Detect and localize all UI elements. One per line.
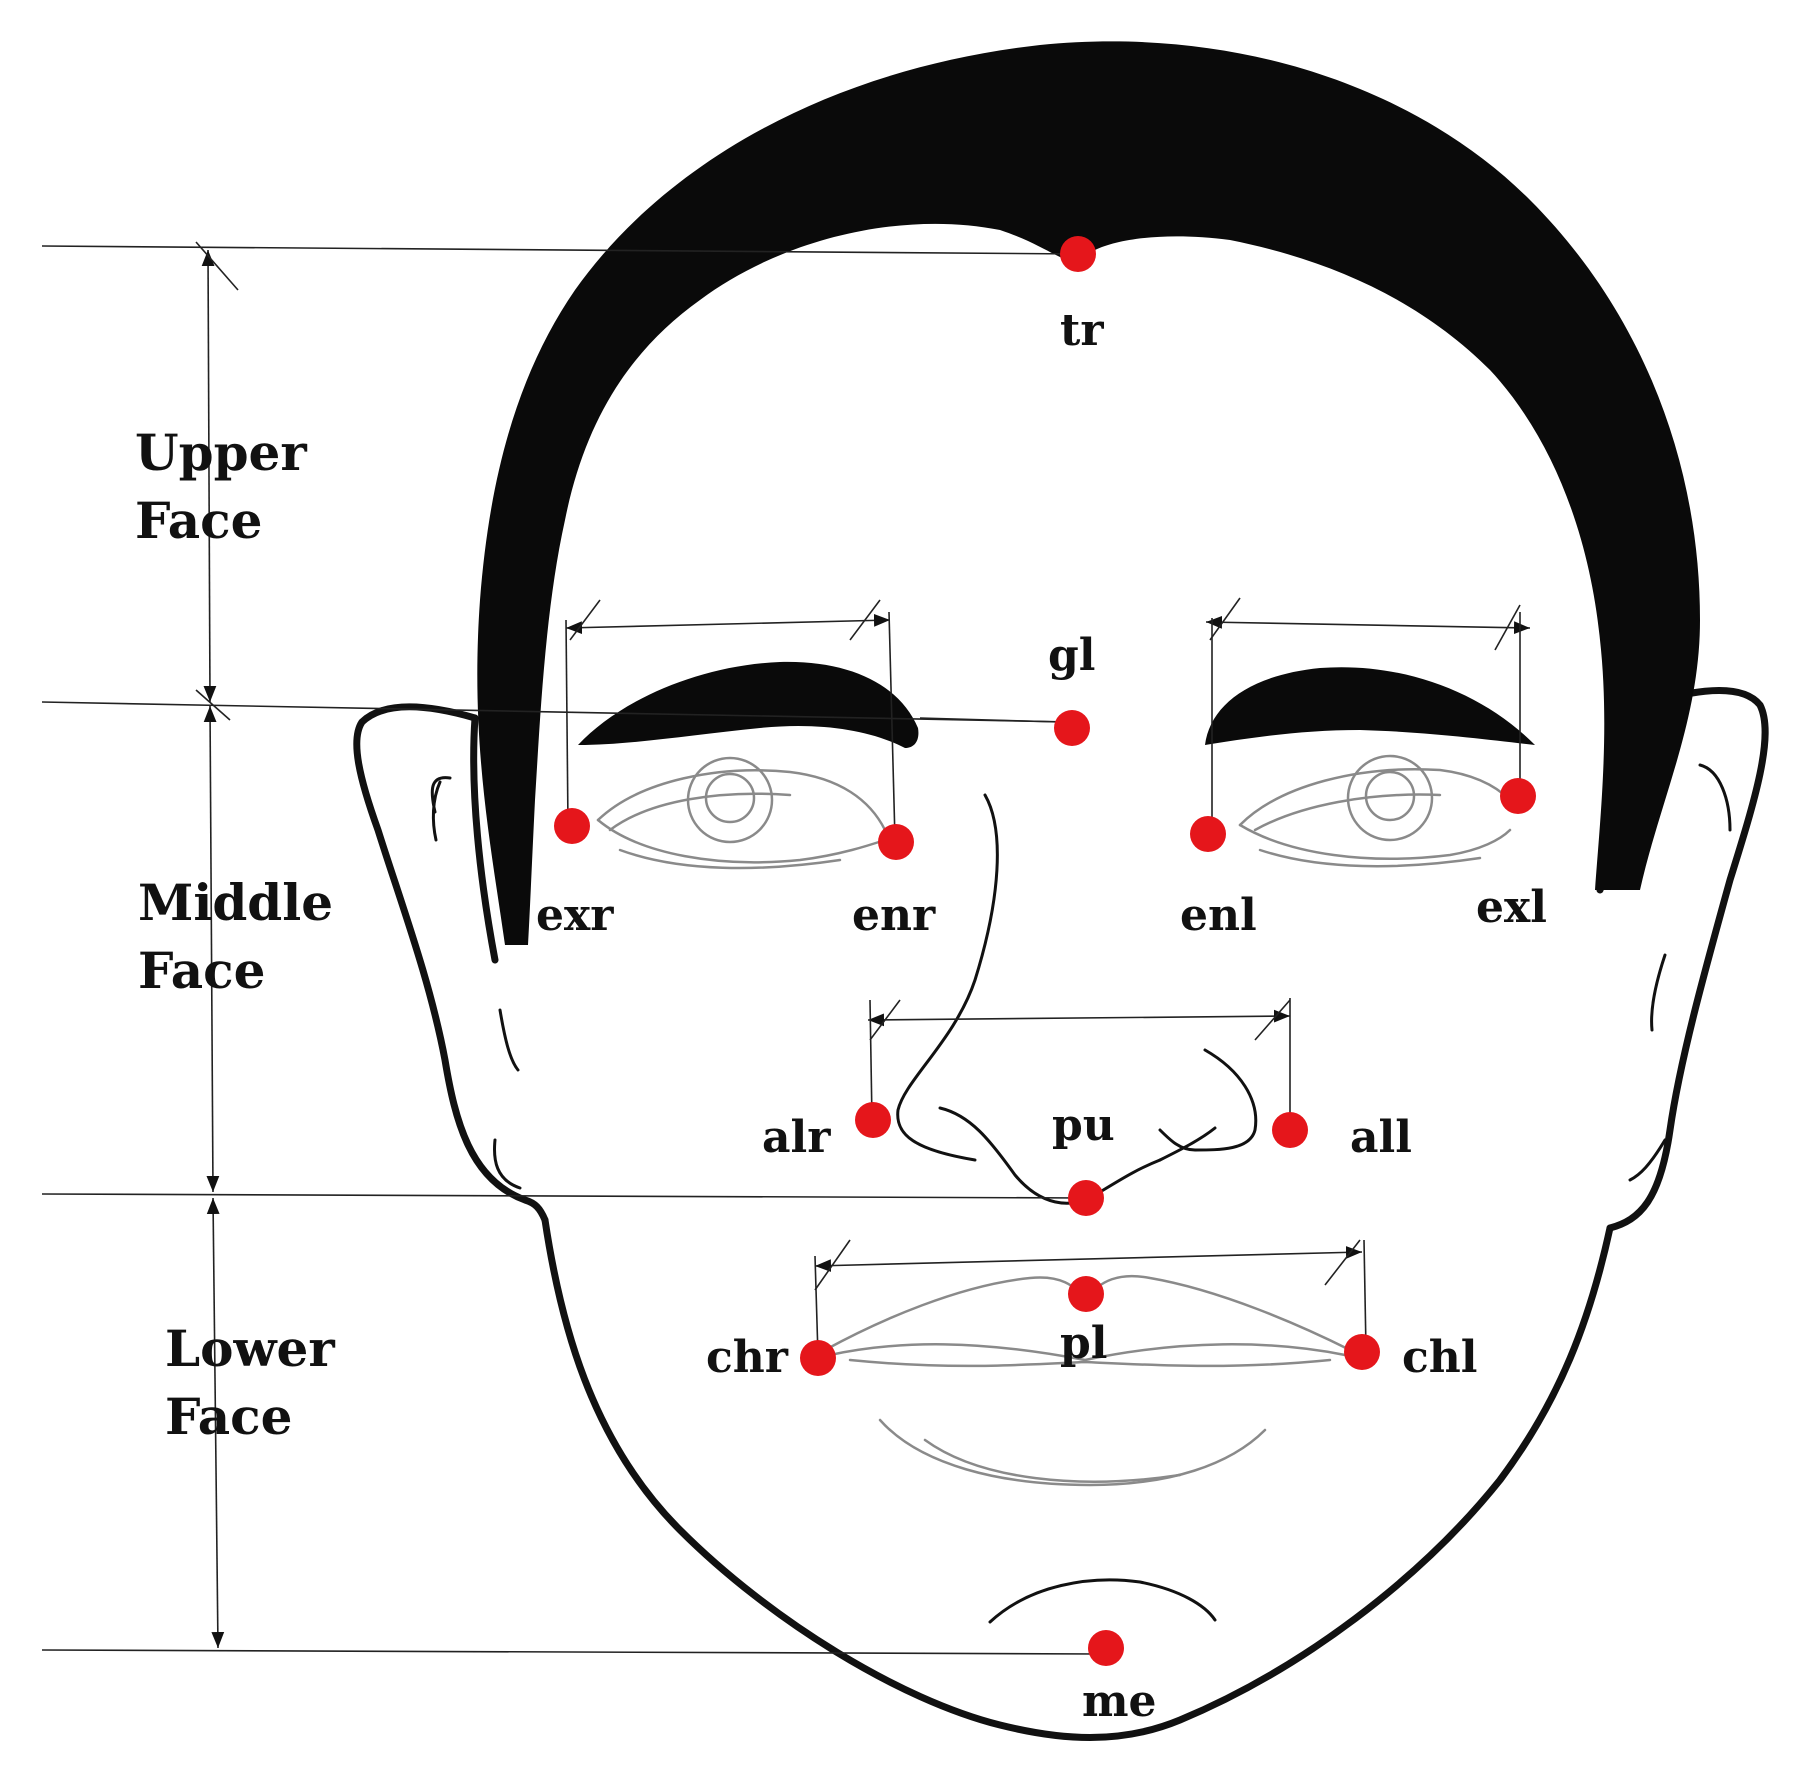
section-labels: Upper Face Middle Face Lower Face bbox=[135, 423, 335, 1446]
landmark-label-enr: enr bbox=[852, 890, 936, 941]
section-middle-line1: Middle bbox=[138, 873, 333, 932]
chin-crease bbox=[988, 1578, 1217, 1624]
landmark-label-enl: enl bbox=[1180, 890, 1257, 941]
right-eye bbox=[596, 756, 887, 870]
landmark-points: tr gl exr enr enl exl alr pu all pl chr … bbox=[536, 236, 1547, 1727]
landmark-label-all: all bbox=[1350, 1112, 1412, 1163]
landmark-label-chl: chl bbox=[1402, 1332, 1478, 1383]
landmark-label-pu: pu bbox=[1052, 1100, 1115, 1151]
landmark-dot-chr bbox=[800, 1340, 836, 1376]
landmark-dot-pu bbox=[1068, 1180, 1104, 1216]
landmark-label-pl: pl bbox=[1060, 1318, 1107, 1369]
right-eyebrow bbox=[578, 661, 919, 748]
measure-lines bbox=[565, 597, 1531, 1357]
section-upper-line2: Face bbox=[135, 491, 262, 550]
right-ear bbox=[1606, 687, 1769, 1232]
left-ear-inner bbox=[430, 776, 452, 842]
section-upper-line1: Upper bbox=[135, 423, 307, 482]
face-outline bbox=[353, 687, 1769, 1741]
section-arrows bbox=[195, 241, 239, 1649]
landmark-dot-pl bbox=[1068, 1276, 1104, 1312]
jaw-outline bbox=[541, 1216, 1614, 1741]
nose bbox=[896, 793, 1258, 1205]
landmark-dot-exr bbox=[554, 808, 590, 844]
landmark-label-tr: tr bbox=[1060, 305, 1104, 356]
landmark-dot-alr bbox=[855, 1102, 891, 1138]
left-eye bbox=[1238, 754, 1512, 868]
landmark-dot-tr bbox=[1060, 236, 1096, 272]
landmark-label-exr: exr bbox=[536, 890, 614, 941]
landmark-dot-me bbox=[1088, 1630, 1124, 1666]
landmark-label-gl: gl bbox=[1048, 630, 1095, 681]
landmark-dot-enl bbox=[1190, 816, 1226, 852]
section-lower-line2: Face bbox=[165, 1387, 292, 1446]
landmark-label-me: me bbox=[1082, 1676, 1157, 1727]
section-middle-line2: Face bbox=[138, 941, 265, 1000]
landmark-dot-all bbox=[1272, 1112, 1308, 1148]
right-ear-inner bbox=[1698, 763, 1732, 832]
landmark-label-exl: exl bbox=[1476, 882, 1547, 933]
landmark-label-chr: chr bbox=[706, 1332, 789, 1383]
section-lower-line1: Lower bbox=[165, 1319, 335, 1378]
left-eyebrow bbox=[1205, 667, 1535, 745]
landmark-dot-enr bbox=[878, 824, 914, 860]
landmark-dot-gl bbox=[1054, 710, 1090, 746]
hair bbox=[477, 41, 1700, 946]
landmark-label-alr: alr bbox=[762, 1112, 831, 1163]
landmark-dot-chl bbox=[1344, 1334, 1380, 1370]
landmark-dot-exl bbox=[1500, 778, 1536, 814]
